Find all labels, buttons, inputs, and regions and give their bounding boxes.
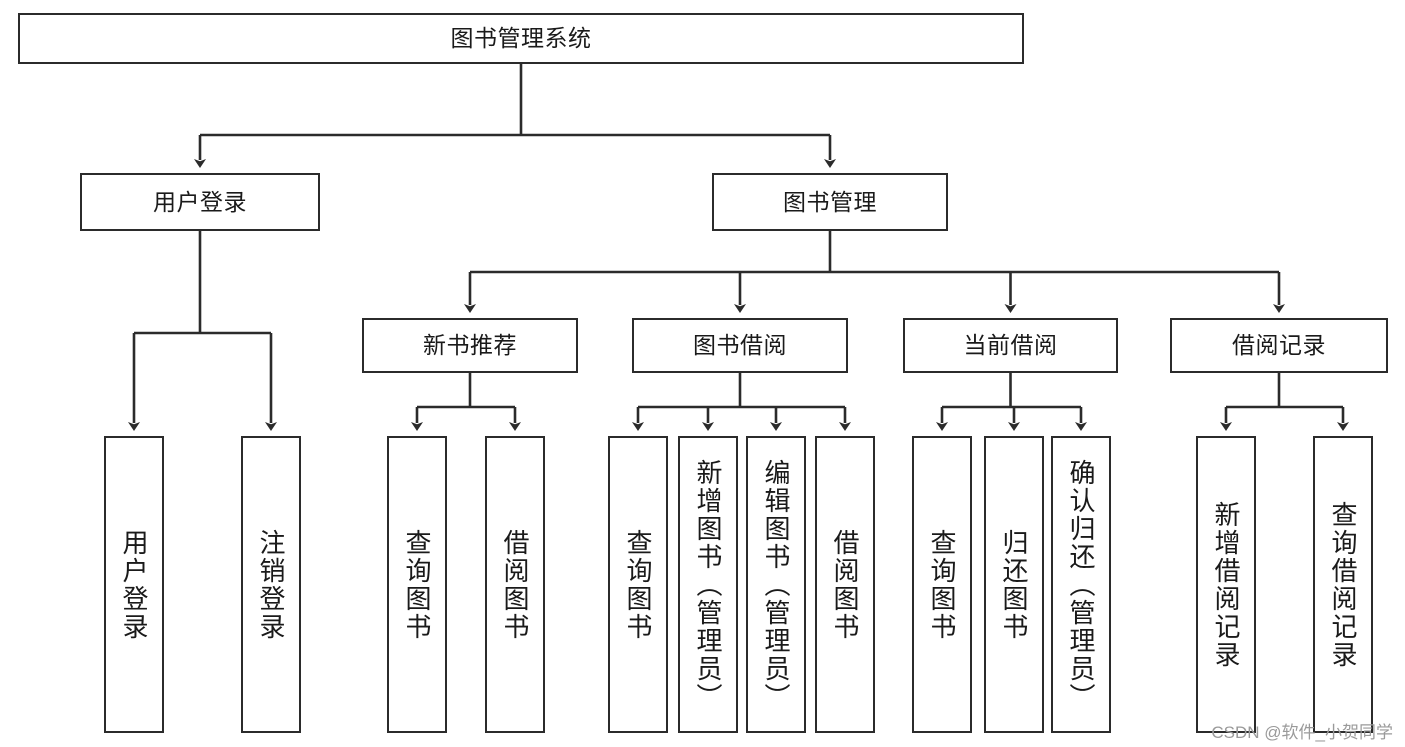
node-leaf-return-book[interactable]: 归还图书 bbox=[984, 436, 1044, 733]
node-borrow-record[interactable]: 借阅记录 bbox=[1170, 318, 1388, 373]
node-borrow-record-label: 借阅记录 bbox=[1232, 332, 1326, 359]
node-leaf-borrow-book[interactable]: 借阅图书 bbox=[815, 436, 875, 733]
node-book-manage[interactable]: 图书管理 bbox=[712, 173, 948, 231]
node-leaf-edit-book[interactable]: 编辑图书（管理员） bbox=[746, 436, 806, 733]
node-leaf-borrow-query-book[interactable]: 查询图书 bbox=[608, 436, 668, 733]
node-leaf-rec-borrow-book-label: 借阅图书 bbox=[500, 528, 531, 641]
node-root-label: 图书管理系统 bbox=[450, 25, 592, 52]
node-book-manage-label: 图书管理 bbox=[783, 188, 877, 215]
node-leaf-user-logout[interactable]: 注销登录 bbox=[241, 436, 301, 733]
node-leaf-add-record[interactable]: 新增借阅记录 bbox=[1196, 436, 1256, 733]
node-leaf-add-record-label: 新增借阅记录 bbox=[1211, 500, 1242, 669]
node-user-login[interactable]: 用户登录 bbox=[80, 173, 320, 231]
node-current-borrow[interactable]: 当前借阅 bbox=[903, 318, 1118, 373]
node-user-login-label: 用户登录 bbox=[153, 188, 247, 215]
node-root[interactable]: 图书管理系统 bbox=[18, 13, 1024, 64]
node-leaf-cur-query-book-label: 查询图书 bbox=[927, 528, 958, 641]
watermark-text: CSDN @软件_小贺同学 bbox=[1211, 723, 1393, 742]
node-new-book-rec-label: 新书推荐 bbox=[423, 332, 517, 359]
node-leaf-rec-borrow-book[interactable]: 借阅图书 bbox=[485, 436, 545, 733]
node-leaf-edit-book-label: 编辑图书（管理员） bbox=[761, 458, 792, 711]
node-leaf-add-book-label: 新增图书（管理员） bbox=[693, 458, 724, 711]
node-leaf-query-record[interactable]: 查询借阅记录 bbox=[1313, 436, 1373, 733]
node-leaf-query-record-label: 查询借阅记录 bbox=[1328, 500, 1359, 669]
node-leaf-confirm-return-label: 确认归还（管理员） bbox=[1066, 458, 1097, 711]
node-leaf-rec-query-book[interactable]: 查询图书 bbox=[387, 436, 447, 733]
node-leaf-user-login-label: 用户登录 bbox=[119, 528, 150, 641]
node-new-book-rec[interactable]: 新书推荐 bbox=[362, 318, 578, 373]
node-leaf-user-logout-label: 注销登录 bbox=[256, 528, 287, 641]
node-book-borrow[interactable]: 图书借阅 bbox=[632, 318, 848, 373]
node-leaf-borrow-query-book-label: 查询图书 bbox=[623, 528, 654, 641]
node-leaf-cur-query-book[interactable]: 查询图书 bbox=[912, 436, 972, 733]
node-current-borrow-label: 当前借阅 bbox=[963, 332, 1058, 359]
node-leaf-rec-query-book-label: 查询图书 bbox=[402, 528, 433, 641]
node-book-borrow-label: 图书借阅 bbox=[693, 332, 787, 359]
node-leaf-confirm-return[interactable]: 确认归还（管理员） bbox=[1051, 436, 1111, 733]
node-leaf-return-book-label: 归还图书 bbox=[999, 528, 1030, 641]
node-leaf-user-login[interactable]: 用户登录 bbox=[104, 436, 164, 733]
connector-paths bbox=[128, 64, 1349, 431]
node-leaf-add-book[interactable]: 新增图书（管理员） bbox=[678, 436, 738, 733]
node-leaf-borrow-book-label: 借阅图书 bbox=[830, 528, 861, 641]
